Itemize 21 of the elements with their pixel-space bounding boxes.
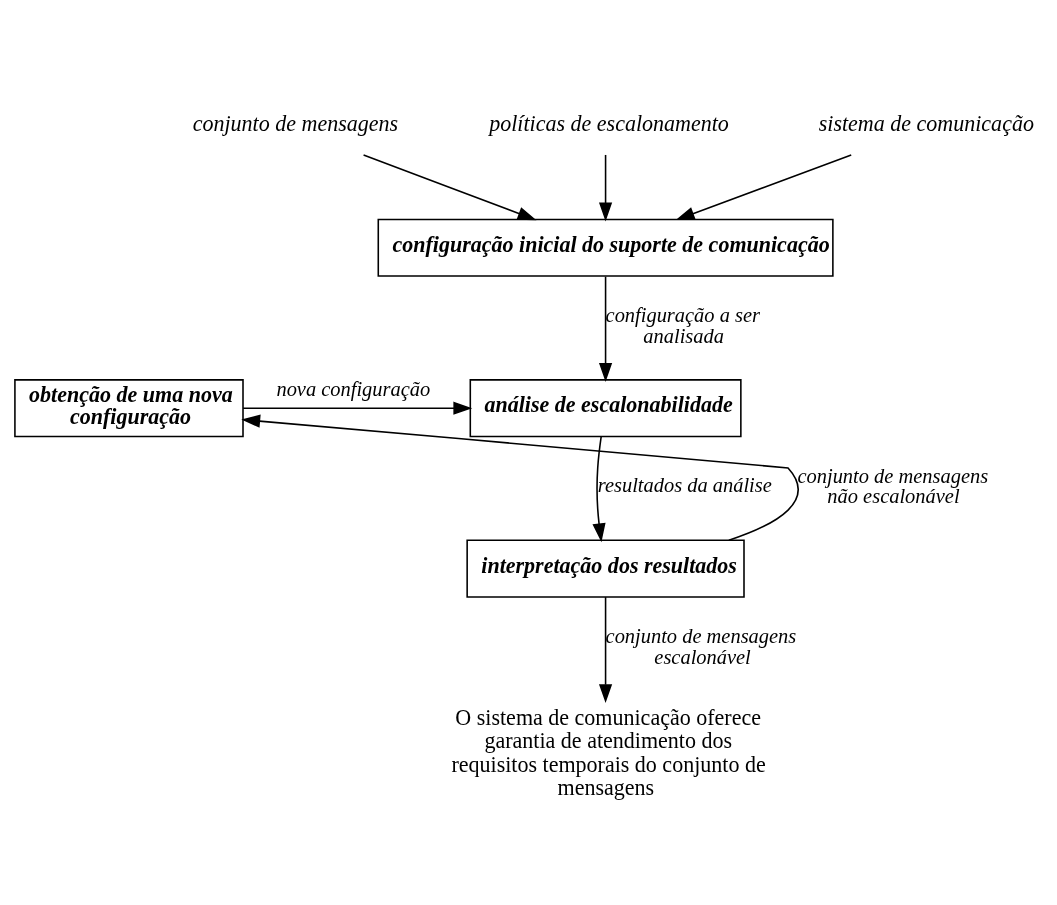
arrow <box>598 153 613 221</box>
node-text: políticas de escalonamento <box>489 110 729 136</box>
arrow <box>675 153 852 220</box>
arrow <box>598 595 613 703</box>
node-box: configuração inicial do suporte de comunicação <box>377 218 834 277</box>
arrow <box>362 153 537 220</box>
edge-label: conjunto de mensagens escalonável <box>605 624 797 668</box>
node-box: obtenção de uma nova configuração <box>14 378 244 437</box>
node-text: sistema de comunicação <box>818 110 1034 136</box>
node-box: análise de escalonabilidade <box>469 378 742 437</box>
node-box: interpretação dos resultados <box>466 539 745 598</box>
edge-label: resultados da análise <box>597 473 772 496</box>
node-text: conjunto de mensagens <box>192 110 399 136</box>
arrow <box>598 275 613 382</box>
arrow <box>242 401 473 415</box>
edge-label: configuração a ser analisada <box>605 303 760 347</box>
edge-label: conjunto de mensagens não escalonável <box>797 464 989 507</box>
arrow <box>592 435 606 542</box>
edge-label: nova configuração <box>276 377 431 400</box>
arrow <box>241 414 799 541</box>
node-text: O sistema de comunicação oferece garantia de atendimento dos requisitos temporais do conjunto de mensagens <box>451 704 766 800</box>
